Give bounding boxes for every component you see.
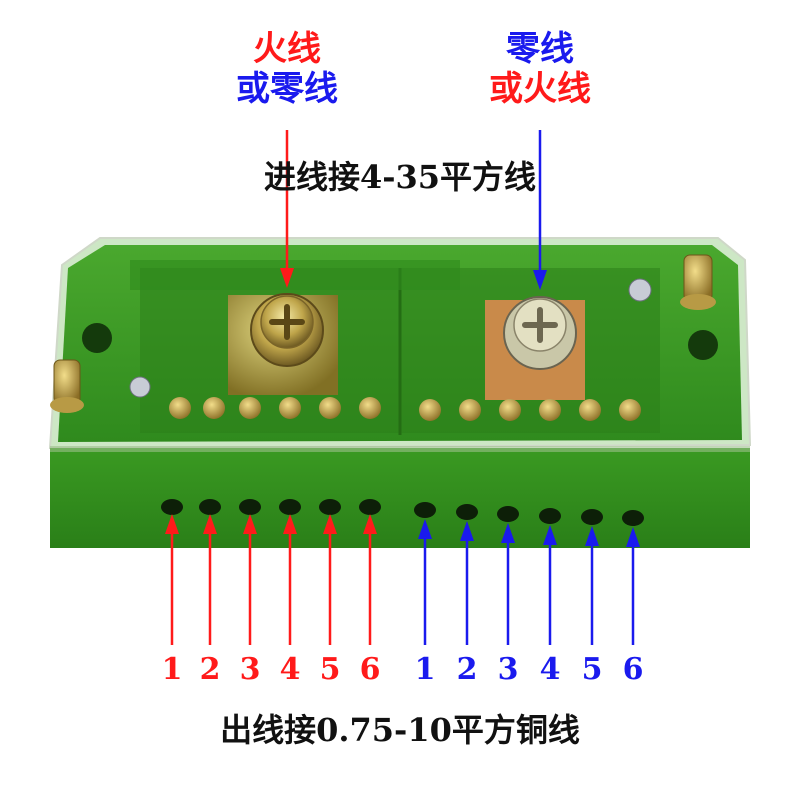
blue-number-2: 2 (456, 652, 478, 687)
blue-number-1: 1 (414, 652, 436, 687)
input-caption: 进线接4-35平方线 (263, 158, 537, 196)
output-arrows-red (165, 514, 377, 645)
right-wire-label-line2: 或火线 (489, 69, 591, 109)
blue-number-5: 5 (581, 652, 603, 687)
red-number-2: 2 (199, 652, 221, 687)
output-screws-row (169, 397, 641, 421)
red-number-4: 4 (279, 652, 301, 687)
right-wire-label-line1: 零线 (506, 29, 574, 69)
input-arrow-right (533, 130, 547, 290)
red-number-1: 1 (161, 652, 183, 687)
input-screw-right (503, 296, 577, 370)
red-number-5: 5 (319, 652, 341, 687)
output-holes (161, 499, 644, 526)
blue-number-6: 6 (622, 652, 644, 687)
side-screw-left (50, 359, 84, 413)
red-number-3: 3 (239, 652, 261, 687)
silver-nut-right (628, 278, 652, 302)
silver-nut-left (129, 376, 151, 398)
front-housing (50, 448, 750, 548)
embossed-brand (130, 260, 460, 290)
output-arrows-blue (418, 519, 640, 645)
cover-edge (50, 446, 750, 452)
left-wire-label-line1: 火线 (253, 29, 321, 69)
left-wire-label-line2: 或零线 (236, 69, 338, 109)
output-caption: 出线接0.75-10平方铜线 (220, 711, 580, 749)
blue-number-3: 3 (497, 652, 519, 687)
red-number-6: 6 (359, 652, 381, 687)
mount-hole-right (688, 330, 718, 360)
input-arrow-left (280, 130, 294, 288)
mount-hole-left (82, 323, 112, 353)
side-screw-right (680, 254, 716, 310)
input-screw-left (250, 293, 324, 367)
blue-number-4: 4 (539, 652, 561, 687)
